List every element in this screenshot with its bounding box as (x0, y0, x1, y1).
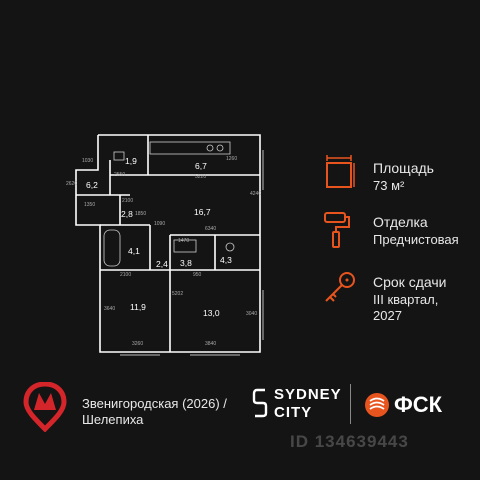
dimension-label: 950 (193, 272, 202, 278)
room-area: 4,3 (220, 255, 232, 265)
dimension-label: 1470 (178, 238, 189, 244)
sydney-city-logo-line1: SYDNEY (274, 386, 342, 403)
fsk-logo-icon (365, 393, 389, 417)
dimension-label: 3640 (104, 306, 115, 312)
dimension-label: 6340 (205, 226, 216, 232)
room-area: 2,4 (156, 259, 168, 269)
room-area: 16,7 (194, 207, 211, 217)
dimension-label: 5202 (172, 291, 183, 297)
area-label: Площадь (373, 160, 434, 176)
room-area: 13,0 (203, 308, 220, 318)
room-area: 4,1 (128, 246, 140, 256)
dimension-label: 2100 (122, 198, 133, 204)
dimension-label: 4240 (250, 191, 261, 197)
dimension-label: 3040 (246, 311, 257, 317)
metro-icon (23, 382, 67, 432)
dimension-label: 2100 (120, 272, 131, 278)
room-area: 2,8 (121, 209, 133, 219)
room-area: 3,8 (180, 258, 192, 268)
dimension-label: 5220 (195, 174, 206, 180)
delivery-label: Срок сдачи (373, 274, 447, 290)
fsk-logo-text: ФСК (394, 392, 443, 417)
room-area: 6,7 (195, 161, 207, 171)
metro-station-line1: Звенигородская (2026) / (82, 396, 227, 411)
area-value: 73 м² (373, 178, 405, 193)
sydney-city-logo-icon (252, 388, 268, 418)
dimension-label: 2620 (66, 181, 77, 187)
dimension-label: 2550 (114, 172, 125, 178)
dimension-label: 1260 (226, 156, 237, 162)
metro-station-line2: Шелепиха (82, 412, 144, 427)
sydney-city-logo-line2: CITY (274, 404, 313, 421)
finish-value: Предчистовая (373, 232, 459, 247)
floor-plan: 1,9 6,7 6,2 2,8 16,7 4,1 2,4 3,8 4,3 11,… (66, 134, 264, 356)
delivery-value-year: 2027 (373, 308, 402, 323)
room-area: 6,2 (86, 180, 98, 190)
delivery-value-quarter: III квартал, (373, 292, 439, 307)
paint-roller-icon (324, 212, 350, 248)
dimension-label: 1850 (135, 211, 146, 217)
finish-label: Отделка (373, 214, 428, 230)
dimension-label: 3260 (132, 341, 143, 347)
dimension-label: 1350 (84, 202, 95, 208)
dimension-label: 1030 (82, 158, 93, 164)
watermark-id: ID 134639443 (290, 432, 409, 451)
key-icon (325, 272, 355, 302)
dimension-label: 3840 (205, 341, 216, 347)
room-area: 1,9 (125, 156, 137, 166)
room-area: 11,9 (130, 302, 146, 312)
logo-divider (350, 384, 351, 424)
area-icon (326, 155, 355, 188)
dimension-label: 1090 (154, 221, 165, 227)
